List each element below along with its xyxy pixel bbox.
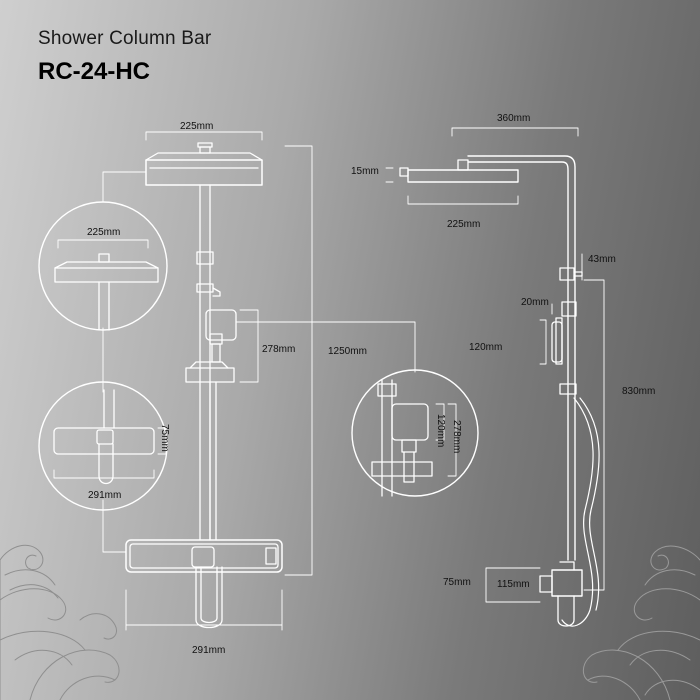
detail-valve-width-label: 291mm — [88, 490, 122, 501]
detail-valve-height-label: 75mm — [159, 424, 170, 452]
front-view-drawing — [125, 142, 283, 629]
side-dimension-lines — [385, 127, 605, 603]
holder-offset-label: 20mm — [521, 297, 549, 308]
valve-width-label: 291mm — [192, 645, 226, 656]
front-holder-height-label: 278mm — [262, 344, 296, 355]
detail-head-width-label: 225mm — [87, 227, 121, 238]
diagram-title: Shower Column Bar — [38, 28, 212, 49]
valve-depth-label: 115mm — [497, 579, 530, 590]
side-valve-height-label: 75mm — [443, 577, 471, 588]
bracket-height-label: 43mm — [588, 254, 616, 265]
detail-circle-head — [38, 201, 168, 331]
total-height-label: 1250mm — [328, 346, 367, 357]
detail-holder-height-label: 278mm — [451, 420, 462, 454]
side-view-drawing — [399, 155, 600, 627]
detail-circle-valve — [38, 381, 168, 511]
head-thickness-label: 15mm — [351, 166, 379, 177]
side-handset-height-label: 120mm — [469, 342, 503, 353]
riser-height-label: 830mm — [622, 386, 656, 397]
detail-handset-height-label: 120mm — [435, 414, 446, 448]
arm-length-label: 360mm — [497, 113, 531, 124]
wave-ornament-right — [582, 545, 700, 700]
head-depth-label: 225mm — [447, 219, 481, 230]
wave-ornament-left — [0, 544, 120, 700]
front-head-width-label: 225mm — [180, 121, 214, 132]
detail-circle-holder — [351, 369, 479, 497]
model-number: RC-24-HC — [38, 58, 151, 85]
front-dimension-lines — [102, 131, 416, 631]
